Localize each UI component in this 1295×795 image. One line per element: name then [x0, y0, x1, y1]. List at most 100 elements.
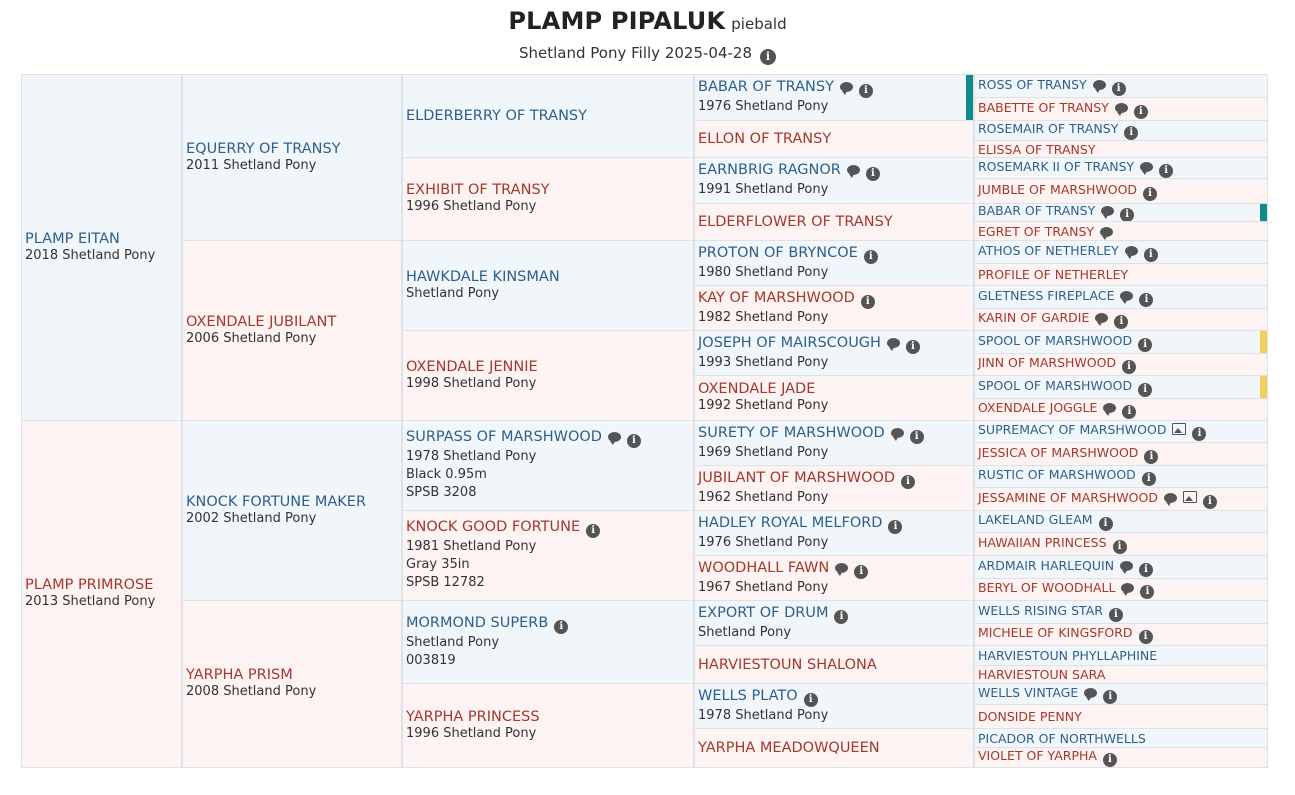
comment-icon[interactable]: [1103, 399, 1117, 416]
ancestor-name[interactable]: KNOCK FORTUNE MAKER: [186, 493, 367, 510]
ancestor-name[interactable]: SURETY OF MARSHWOOD: [698, 424, 885, 441]
ancestor-name[interactable]: ARDMAIR HARLEQUIN: [978, 557, 1115, 573]
ancestor-name[interactable]: BERYL OF WOODHALL: [978, 580, 1116, 595]
info-circle-icon[interactable]: i: [1144, 449, 1159, 464]
info-circle-icon[interactable]: i: [1139, 292, 1154, 307]
ancestor-name[interactable]: HARVIESTOUN SARA: [978, 667, 1106, 682]
ancestor-name[interactable]: JUBILANT OF MARSHWOOD: [698, 469, 896, 486]
info-circle-icon[interactable]: i: [1103, 689, 1118, 704]
ancestor-name[interactable]: PROFILE OF NETHERLEY: [978, 267, 1129, 282]
info-circle-icon[interactable]: i: [854, 564, 869, 579]
info-circle-icon[interactable]: i: [1108, 607, 1123, 622]
gen5-ancestor-cell[interactable]: JINN OF MARSHWOOD i: [974, 353, 1268, 376]
ancestor-name[interactable]: HADLEY ROYAL MELFORD: [698, 514, 883, 531]
comment-icon[interactable]: [1140, 158, 1154, 175]
gen5-ancestor-cell[interactable]: PICADOR OF NORTHWELLS: [974, 728, 1268, 748]
info-circle-icon[interactable]: i: [803, 692, 818, 707]
info-circle-icon[interactable]: i: [863, 249, 878, 264]
ancestor-name[interactable]: PLAMP PRIMROSE: [25, 577, 154, 593]
gen5-ancestor-cell[interactable]: RUSTIC OF MARSHWOOD i: [974, 465, 1268, 488]
ancestor-name[interactable]: ELLON OF TRANSY: [698, 131, 832, 147]
ancestor-name[interactable]: JUMBLE OF MARSHWOOD: [978, 181, 1138, 197]
info-circle-icon[interactable]: i: [554, 619, 569, 634]
ancestor-name[interactable]: JESSAMINE OF MARSHWOOD: [978, 489, 1158, 505]
info-circle-icon[interactable]: i: [858, 84, 873, 98]
ancestor-name[interactable]: EXHIBIT OF TRANSY: [406, 182, 550, 198]
ancestor-name[interactable]: JINN OF MARSHWOOD: [978, 355, 1117, 370]
gen5-ancestor-cell[interactable]: SPOOL OF MARSHWOOD i: [974, 375, 1268, 399]
gen5-ancestor-cell[interactable]: GLETNESS FIREPLACE i: [974, 285, 1268, 309]
comment-icon[interactable]: [607, 427, 621, 445]
comment-icon[interactable]: [886, 333, 900, 351]
ancestor-name[interactable]: KARIN OF GARDIE: [978, 310, 1090, 325]
info-circle-icon[interactable]: i: [1143, 247, 1158, 262]
ancestor-name[interactable]: MORMOND SUPERB: [406, 614, 549, 631]
info-circle-icon[interactable]: i: [1120, 208, 1135, 221]
info-circle-icon[interactable]: i: [1143, 186, 1158, 201]
gen5-ancestor-cell[interactable]: HARVIESTOUN SARA: [974, 665, 1268, 684]
ancestor-name[interactable]: GLETNESS FIREPLACE: [978, 287, 1115, 303]
gen5-ancestor-cell[interactable]: MICHELE OF KINGSFORD i: [974, 623, 1268, 646]
ancestor-name[interactable]: EGRET OF TRANSY: [978, 223, 1095, 239]
ancestor-name[interactable]: YARPHA PRISM: [186, 667, 293, 683]
info-circle-icon[interactable]: i: [1122, 360, 1137, 374]
info-circle-icon[interactable]: i: [1138, 382, 1153, 397]
ancestor-name[interactable]: KNOCK GOOD FORTUNE: [406, 519, 581, 535]
comment-icon[interactable]: [1163, 488, 1177, 506]
info-circle-icon[interactable]: i: [1192, 427, 1207, 441]
comment-icon[interactable]: [1101, 204, 1115, 219]
info-circle-icon[interactable]: i: [1138, 630, 1153, 644]
ancestor-name[interactable]: HAWAIIAN PRINCESS: [978, 534, 1107, 550]
gen4-ancestor-cell[interactable]: HARVIESTOUN SHALONA: [694, 645, 974, 684]
ancestor-name[interactable]: LAKELAND GLEAM: [978, 512, 1093, 527]
ancestor-name[interactable]: MICHELE OF KINGSFORD: [978, 625, 1133, 640]
gen5-ancestor-cell[interactable]: DONSIDE PENNY: [974, 704, 1268, 729]
ancestor-name[interactable]: VIOLET OF YARPHA: [978, 748, 1097, 763]
comment-icon[interactable]: [846, 160, 860, 178]
ancestor-name[interactable]: ROSEMAIR OF TRANSY: [978, 121, 1119, 136]
gen4-ancestor-cell[interactable]: JOSEPH OF MAIRSCOUGHi1993 Shetland Pony: [694, 330, 974, 376]
ancestor-name[interactable]: OXENDALE JOGGLE: [978, 400, 1098, 415]
ancestor-name[interactable]: ELISSA OF TRANSY: [978, 141, 1096, 157]
info-circle-icon[interactable]: i: [626, 434, 641, 448]
gen4-ancestor-cell[interactable]: YARPHA MEADOWQUEEN: [694, 728, 974, 768]
comment-icon[interactable]: [1114, 98, 1128, 116]
ancestor-name[interactable]: BABAR OF TRANSY: [698, 79, 834, 95]
comment-icon[interactable]: [839, 77, 853, 95]
comment-icon[interactable]: [835, 558, 849, 576]
gen4-ancestor-cell[interactable]: ELLON OF TRANSY: [694, 120, 974, 158]
ancestor-name[interactable]: SPOOL OF MARSHWOOD: [978, 377, 1133, 393]
ancestor-name[interactable]: WELLS PLATO: [698, 687, 798, 704]
ancestor-name[interactable]: ELDERBERRY OF TRANSY: [406, 108, 587, 124]
ancestor-name[interactable]: BABETTE OF TRANSY: [978, 99, 1109, 115]
ancestor-name[interactable]: JOSEPH OF MAIRSCOUGH: [698, 334, 881, 351]
ancestor-name[interactable]: PICADOR OF NORTHWELLS: [978, 730, 1146, 746]
ancestor-name[interactable]: EXPORT OF DRUM: [698, 604, 829, 621]
comment-icon[interactable]: [1095, 309, 1109, 326]
info-circle-icon[interactable]: i: [586, 524, 601, 538]
info-circle-icon[interactable]: i: [909, 429, 924, 444]
ancestor-name[interactable]: RUSTIC OF MARSHWOOD: [978, 467, 1136, 482]
gen5-ancestor-cell[interactable]: WELLS VINTAGEi: [974, 683, 1268, 705]
info-circle-icon[interactable]: i: [1141, 472, 1156, 486]
gen5-ancestor-cell[interactable]: ATHOS OF NETHERLEYi: [974, 240, 1268, 264]
info-circle-icon[interactable]: i: [905, 339, 920, 354]
info-circle-icon[interactable]: i: [1111, 81, 1126, 96]
